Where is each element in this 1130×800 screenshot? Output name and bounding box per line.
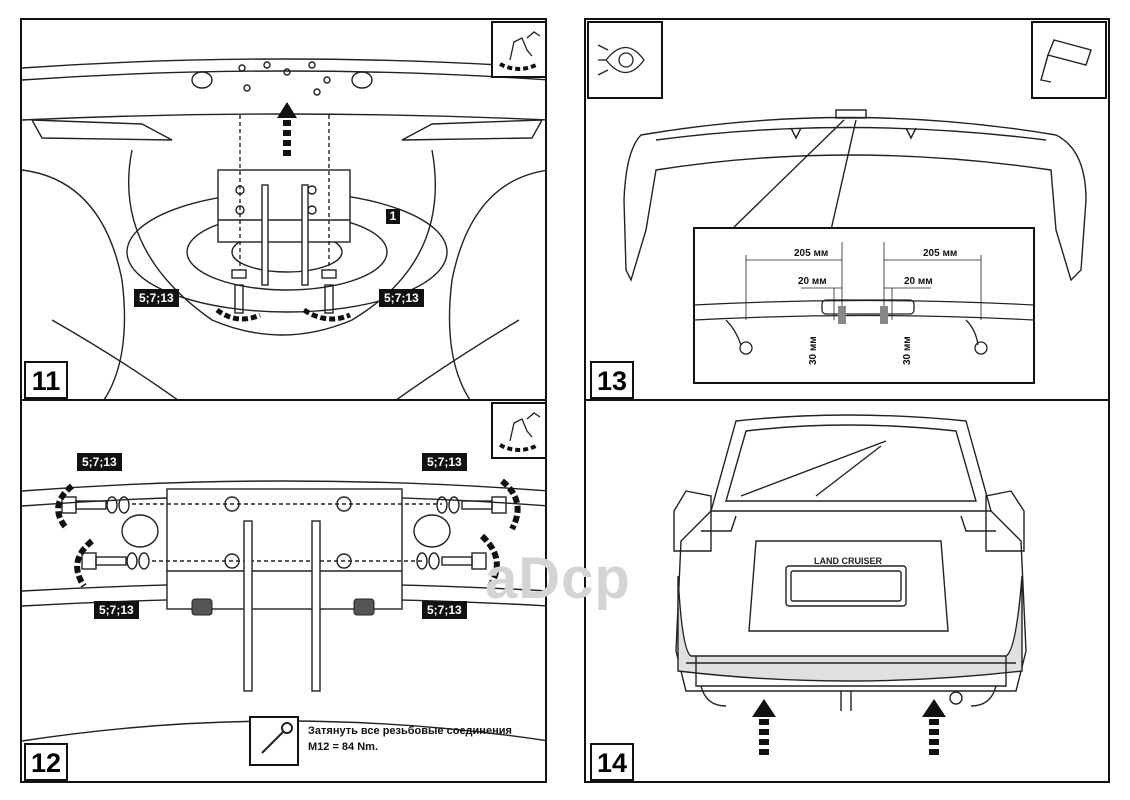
dim-vert-right: 30 мм [902,336,913,365]
step-13-illustration: 205 мм 205 мм 20 мм 20 мм 30 мм 30 мм [587,21,1107,384]
torque-note-line1: Затянуть все резьбовые соединения [308,725,512,737]
torque-note-line2: M12 = 84 Nm. [308,741,379,753]
step-number-12: 12 [24,743,68,781]
step-14-illustration: LAND CRUISER [673,414,1027,755]
part-1-label: 1 [386,209,400,224]
step-12-illustration [22,402,545,766]
step-number-13: 13 [590,361,634,399]
step-11-illustration [22,21,545,399]
dim-vert-left: 30 мм [808,336,819,365]
step-number-14: 14 [590,743,634,781]
vehicle-badge: LAND CRUISER [814,556,883,566]
fastener-label-top-left: 5;7;13 [77,453,122,471]
fastener-label-right: 5;7;13 [379,289,424,307]
panel-step-14: LAND CRUISER 14 [584,399,1110,783]
dim-outer-right: 205 мм [923,248,957,259]
panel-step-13: 205 мм 205 мм 20 мм 20 мм 30 мм 30 мм 13 [584,18,1110,401]
step-number-11: 11 [24,361,68,399]
panel-step-11: 1 5;7;13 5;7;13 11 [20,18,547,401]
dim-inner-right: 20 мм [904,276,933,287]
dim-outer-left: 205 мм [794,248,828,259]
fastener-label-top-right: 5;7;13 [422,453,467,471]
fastener-label-bottom-right: 5;7;13 [422,601,467,619]
dim-inner-left: 20 мм [798,276,827,287]
torque-note: Затянуть все резьбовые соединения M12 = … [308,723,512,755]
fastener-label-bottom-left: 5;7;13 [94,601,139,619]
watermark-logo: aDcp [485,546,631,611]
panel-step-12: 5;7;13 5;7;13 5;7;13 5;7;13 Затянуть все… [20,399,547,783]
fastener-label-left: 5;7;13 [134,289,179,307]
